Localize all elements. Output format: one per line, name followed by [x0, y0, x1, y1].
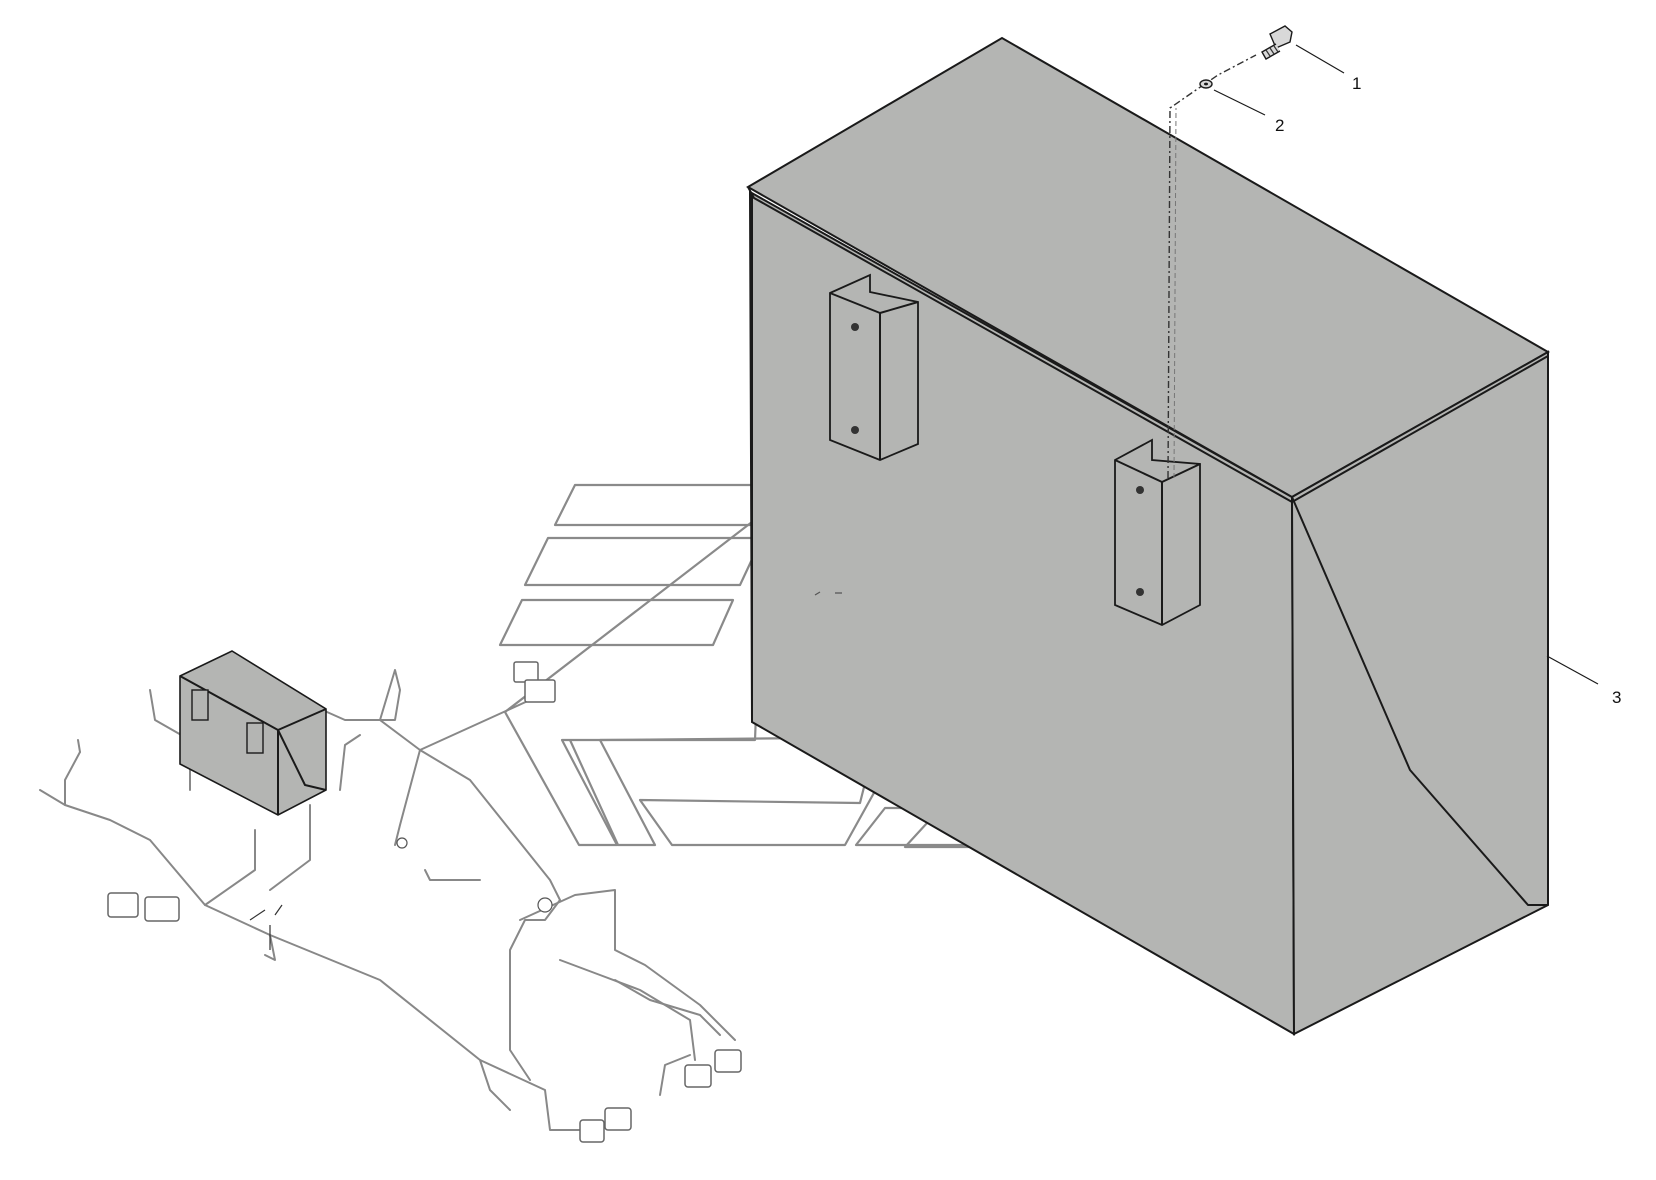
mounting-bracket-right: [1114, 438, 1201, 626]
washer-icon: [1199, 79, 1213, 89]
bolt-icon: [1261, 25, 1293, 60]
callout-3: 3: [1612, 688, 1621, 707]
callout-leaders: [1213, 44, 1599, 685]
main-box: [746, 36, 1551, 1036]
assembly-path: [1167, 54, 1257, 479]
callout-2: 2: [1275, 116, 1284, 135]
mounting-bracket-left: [829, 273, 919, 461]
callout-1: 1: [1352, 74, 1361, 93]
wire-harness: [39, 661, 742, 1143]
small-box-overview: [179, 650, 327, 816]
